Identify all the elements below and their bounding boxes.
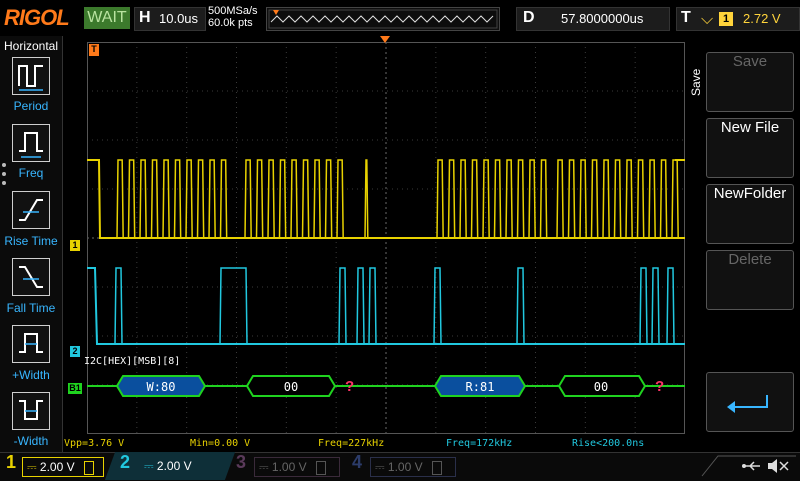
decode-format-label: I2C[HEX][MSB][8] <box>84 356 181 367</box>
channel-4-number[interactable]: 4 <box>352 452 363 472</box>
i2c-decode-bus[interactable] <box>87 375 685 397</box>
memory-overview-graphic <box>268 9 498 29</box>
fall-time-label: Fall Time <box>6 301 56 315</box>
horizontal-measure-menu: Horizontal <box>0 36 63 452</box>
enter-return-icon <box>727 395 768 413</box>
decode-frame-data: 00 <box>283 380 299 394</box>
freq-label: Freq <box>18 166 44 180</box>
save-button[interactable]: Save <box>706 52 794 112</box>
channel-1-number[interactable]: 1 <box>6 452 17 472</box>
channel-1-offset-marker[interactable]: 1 <box>70 240 80 251</box>
trigger-level: 2.72 V <box>743 11 781 26</box>
channel-3-scale[interactable]: ⎓ 1.00 V <box>254 457 340 477</box>
usb-icon <box>742 461 760 471</box>
measure-rise: Rise<200.0ns <box>572 438 645 449</box>
horizontal-timebase[interactable]: H 10.0us <box>134 7 206 31</box>
trigger-source-badge: 1 <box>719 12 733 26</box>
channel-2-waveform <box>87 267 685 345</box>
horizontal-key: H <box>139 9 151 26</box>
new-folder-button[interactable]: NewFolder <box>706 184 794 244</box>
enter-button[interactable] <box>706 372 794 432</box>
channel-3-scale-value: 1.00 V <box>271 460 307 474</box>
probe-icon <box>315 460 326 475</box>
memory-overview-strip[interactable] <box>266 7 500 31</box>
period-button[interactable] <box>12 57 50 95</box>
timebase-value: 10.0us <box>159 11 199 26</box>
channel-4-scale-value: 1.00 V <box>387 460 423 474</box>
speaker-muted-icon <box>768 459 789 473</box>
new-file-button[interactable]: New File <box>706 118 794 178</box>
channel-2-offset-marker[interactable]: 2 <box>70 346 80 357</box>
rise-time-button[interactable] <box>12 191 50 229</box>
channel-2-scale[interactable]: ⎓ 2.00 V <box>144 459 192 473</box>
menu-title: Horizontal <box>3 39 59 53</box>
decode-ack-error: ? <box>655 378 665 395</box>
bus-offset-marker[interactable]: B1 <box>68 383 82 394</box>
positive-width-label: +Width <box>12 368 50 382</box>
period-label: Period <box>13 99 49 113</box>
probe-icon <box>431 460 442 475</box>
save-menu-title: Save <box>689 68 703 96</box>
decode-ack-error: ? <box>345 378 355 395</box>
probe-icon <box>83 460 94 475</box>
channel-2-scale-value: 2.00 V <box>156 459 192 473</box>
waveform-display[interactable] <box>87 42 685 434</box>
top-status-bar: RIGOL WAIT H 10.0us 500MSa/s 60.0k pts D… <box>0 0 800 36</box>
rise-time-icon <box>19 199 43 221</box>
positive-width-button[interactable] <box>12 325 50 363</box>
memory-depth: 60.0k pts <box>208 17 253 29</box>
measure-freq-ch2: Freq=172kHz <box>446 438 513 449</box>
delete-button[interactable]: Delete <box>706 250 794 310</box>
channel-1-scale-value: 2.00 V <box>39 460 75 474</box>
decode-frame-address-read: R:81 <box>465 380 495 394</box>
fall-time-button[interactable] <box>12 258 50 296</box>
delay-value: 57.8000000us <box>561 11 644 26</box>
page-indicator <box>2 163 6 190</box>
period-icon <box>18 65 43 91</box>
trigger-t-marker[interactable]: T <box>89 44 99 56</box>
freq-button[interactable] <box>12 124 50 162</box>
channel-1-waveform <box>87 159 685 239</box>
trigger-position-marker[interactable] <box>380 36 390 44</box>
trigger-key: T <box>681 9 691 26</box>
sample-rate: 500MSa/s <box>208 5 258 17</box>
channel-1-scale[interactable]: ⎓ 2.00 V <box>22 457 104 477</box>
decode-frame-data: 00 <box>593 380 609 394</box>
channel-3-number[interactable]: 3 <box>236 452 247 472</box>
measure-min: Min=0.00 V <box>190 438 251 449</box>
brand-logo: RIGOL <box>4 5 70 30</box>
delay-display[interactable]: D 57.8000000us <box>516 7 670 31</box>
channel-2-number[interactable]: 2 <box>120 452 131 472</box>
status-icons <box>701 455 796 477</box>
acquisition-info: 500MSa/s 60.0k pts <box>208 5 258 29</box>
channel-4-scale[interactable]: ⎓ 1.00 V <box>370 457 456 477</box>
rise-time-label: Rise Time <box>4 234 58 248</box>
negative-width-label: -Width <box>13 434 49 448</box>
freq-icon <box>19 132 43 158</box>
delay-key: D <box>523 9 535 26</box>
negative-width-icon <box>19 400 43 420</box>
measure-freq-ch1: Freq=227kHz <box>318 438 385 449</box>
falling-edge-icon: ⌵ <box>701 9 714 28</box>
run-status-badge[interactable]: WAIT <box>84 7 130 29</box>
positive-width-icon <box>19 333 43 353</box>
trigger-display[interactable]: T ⌵ 1 2.72 V <box>676 7 800 31</box>
decode-frame-address-write: W:80 <box>146 380 176 394</box>
fall-time-icon <box>19 266 43 288</box>
negative-width-button[interactable] <box>12 392 50 430</box>
measure-vpp: Vpp=3.76 V <box>64 438 125 449</box>
